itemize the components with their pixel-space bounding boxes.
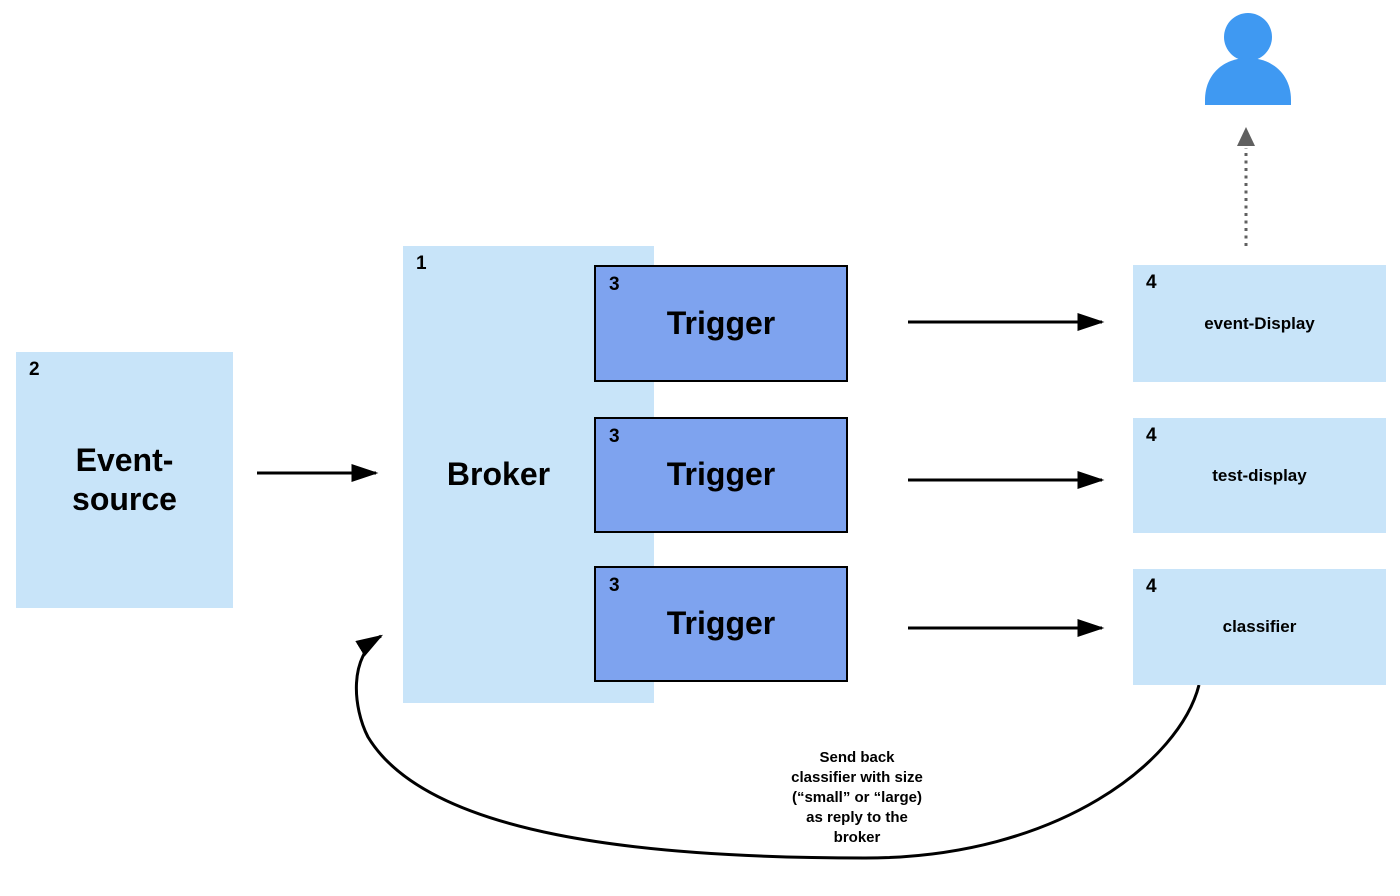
trigger1-step-number: 3: [609, 274, 620, 295]
broker-label: Broker: [446, 455, 551, 492]
trigger-box-2: 3 Trigger: [594, 417, 848, 533]
classifier-step-number: 4: [1146, 576, 1157, 597]
trigger2-step-number: 3: [609, 426, 620, 447]
event-source-label: Event-source: [72, 441, 177, 517]
test-display-step-number: 4: [1146, 425, 1157, 446]
event-display-box: 4 event-Display: [1133, 265, 1386, 382]
annotation-line-1: Send back: [819, 749, 895, 766]
classifier-label: classifier: [1222, 617, 1297, 636]
event-display-step-number: 4: [1146, 272, 1157, 293]
user-icon: [1205, 13, 1291, 105]
broker-step-number: 1: [416, 253, 427, 274]
annotation-line-5: broker: [833, 829, 881, 846]
event-source-box: 2 Event-source: [16, 352, 233, 608]
event-source-step-number: 2: [29, 359, 40, 380]
test-display-box: 4 test-display: [1133, 418, 1386, 533]
classifier-box: 4 classifier: [1133, 569, 1386, 685]
trigger-box-1: 3 Trigger: [594, 265, 848, 382]
trigger1-label: Trigger: [666, 304, 776, 341]
trigger-box-3: 3 Trigger: [594, 566, 848, 682]
event-display-label: event-Display: [1204, 313, 1315, 333]
annotation-line-2: classifier with size: [791, 769, 923, 786]
annotation-line-3: (“small” or “large): [791, 789, 923, 806]
dotted-arrowhead: [1237, 127, 1255, 146]
trigger3-step-number: 3: [609, 575, 620, 596]
test-display-label: test-display: [1212, 465, 1307, 485]
reply-annotation: Send back classifier with size (“small” …: [750, 748, 964, 848]
trigger2-label: Trigger: [666, 456, 776, 493]
annotation-line-4: as reply to the: [806, 809, 908, 826]
trigger3-label: Trigger: [666, 605, 776, 642]
